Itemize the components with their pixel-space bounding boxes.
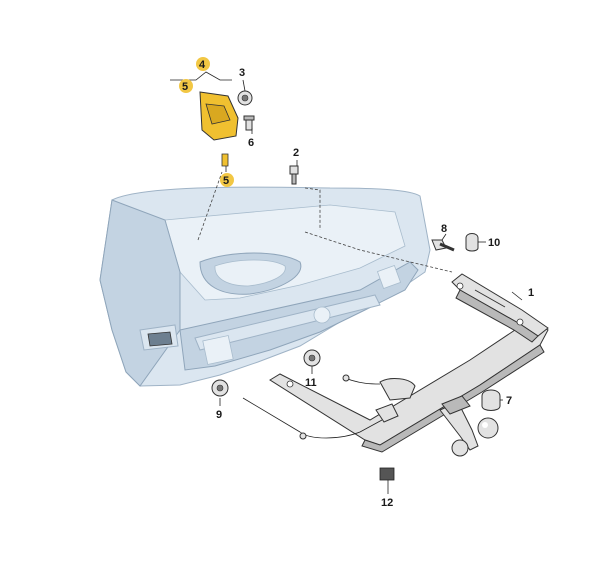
fasteners [211, 165, 501, 481]
callout-9: 9 [216, 409, 222, 421]
callout-2: 2 [293, 147, 299, 159]
arm-edge-line [474, 289, 506, 308]
arm-hole-1 [456, 282, 464, 290]
callout-5b-highlight [220, 173, 234, 187]
leader-lines [219, 79, 523, 494]
bumper-cross-panel [194, 294, 381, 351]
callout-labels: 1 2 3 4 5 5 6 7 8 9 [179, 57, 534, 509]
leader-1 [511, 291, 523, 301]
callout-6-text: 6 [248, 137, 254, 149]
leader-dash-8 [304, 231, 453, 273]
part-3-nut-hole [241, 94, 249, 102]
part-2-bolt-head [289, 165, 299, 175]
part-10-nut [465, 233, 479, 252]
leader-dash-5 [197, 171, 223, 241]
part-11-nut-hole [308, 354, 316, 362]
callout-12-text: 12 [381, 497, 393, 509]
wire-connector-upper [342, 374, 350, 382]
callout-2-text: 2 [293, 147, 299, 159]
part-8-bolt-shank [439, 242, 455, 252]
callout-5a: 5 [179, 79, 193, 93]
wire-connector-lower [299, 432, 307, 440]
callout-11: 11 [305, 377, 317, 389]
callout-3: 3 [239, 67, 245, 79]
callout-8: 8 [441, 223, 447, 235]
leader-3 [242, 79, 246, 92]
beam-hole-left [286, 380, 294, 388]
body-center-hole [313, 306, 331, 324]
callout-4: 4 [196, 57, 210, 71]
callout-3-text: 3 [239, 67, 245, 79]
part-5-clip [221, 153, 229, 167]
spare-wheel-inner [214, 259, 286, 287]
part-12-label-plate [379, 467, 395, 481]
callout-9-text: 9 [216, 409, 222, 421]
body-mount-plate-right [376, 264, 402, 290]
callout-7-text: 7 [506, 395, 512, 407]
callout-5a-text: 5 [182, 81, 188, 93]
bracket-recess [205, 103, 231, 125]
vehicle-rear-body [99, 171, 453, 387]
part-6-bolt [245, 119, 253, 131]
arm-hole-2 [516, 318, 524, 326]
callout-10: 10 [488, 237, 500, 249]
crossmember-beam-shadow [361, 344, 545, 453]
leader-dash-2 [304, 187, 321, 230]
tow-ball [477, 417, 499, 439]
part-7-cap [481, 389, 501, 411]
harness-wire-upper [344, 377, 381, 385]
callout-12: 12 [381, 497, 393, 509]
callout-4-highlight [196, 57, 210, 71]
callout-4-text: 4 [199, 59, 206, 71]
callout-1: 1 [528, 287, 534, 299]
part-9-nut-hole [216, 384, 224, 392]
mounting-bracket [170, 71, 255, 167]
harness-wire-lower [242, 397, 383, 439]
hitch-lower-knob [451, 439, 469, 457]
socket-mount [375, 403, 399, 423]
callout-11-text: 11 [305, 377, 317, 389]
tow-bar-crossmember [242, 273, 549, 457]
wiring-harness-box [379, 378, 416, 401]
callout-5b-text: 5 [223, 175, 229, 187]
callout-7: 7 [506, 395, 512, 407]
callout-5a-highlight [179, 79, 193, 93]
callout-6: 6 [248, 137, 254, 149]
body-mount-plate-left [202, 335, 234, 365]
bracket-brace [170, 71, 232, 81]
callout-10-text: 10 [488, 237, 500, 249]
leader-8 [441, 233, 447, 241]
side-arm-right [451, 273, 549, 337]
callout-1-text: 1 [528, 287, 534, 299]
callout-5b: 5 [220, 173, 234, 187]
ball-hitch-base [441, 395, 471, 415]
part-6-bolt-head [243, 115, 255, 121]
tow-ball-highlight [482, 422, 488, 428]
tail-light-shape [147, 331, 173, 347]
callout-8-text: 8 [441, 223, 447, 235]
part-2-bolt-shank [291, 173, 297, 185]
